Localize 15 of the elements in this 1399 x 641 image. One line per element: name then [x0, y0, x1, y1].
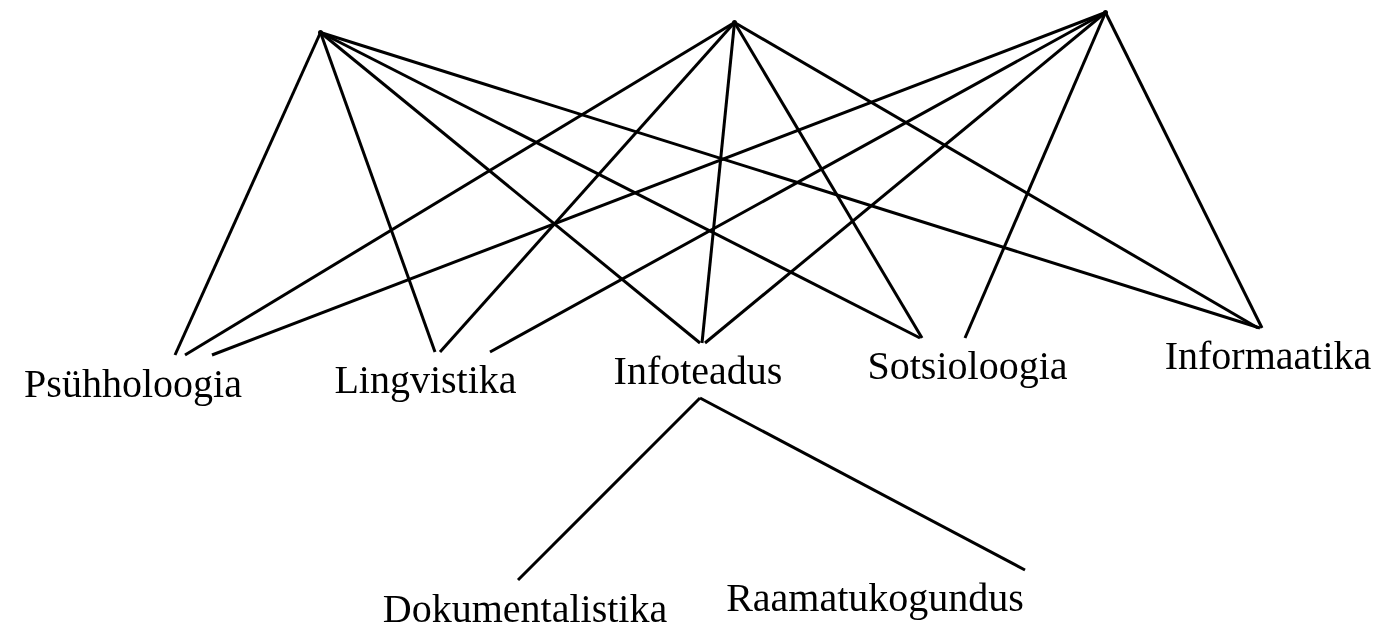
node-label: Sotsioloogia [867, 345, 1068, 386]
connector-line [699, 396, 1026, 572]
node-label: Raamatukogundus [726, 577, 1024, 618]
node-label: Dokumentalistika [382, 589, 668, 629]
connector-line [700, 22, 736, 344]
connector-line [320, 31, 1261, 330]
node-label: Lingvistika [334, 359, 517, 400]
junction-point [318, 30, 323, 35]
node-label: Psühholoogia [24, 364, 242, 404]
node-label: Infoteadus [613, 350, 783, 391]
junction-point [732, 20, 737, 25]
node-label: Informaatika [1164, 335, 1372, 376]
connector-line [319, 32, 437, 353]
junction-point [1103, 10, 1108, 15]
connector-line [516, 396, 702, 582]
